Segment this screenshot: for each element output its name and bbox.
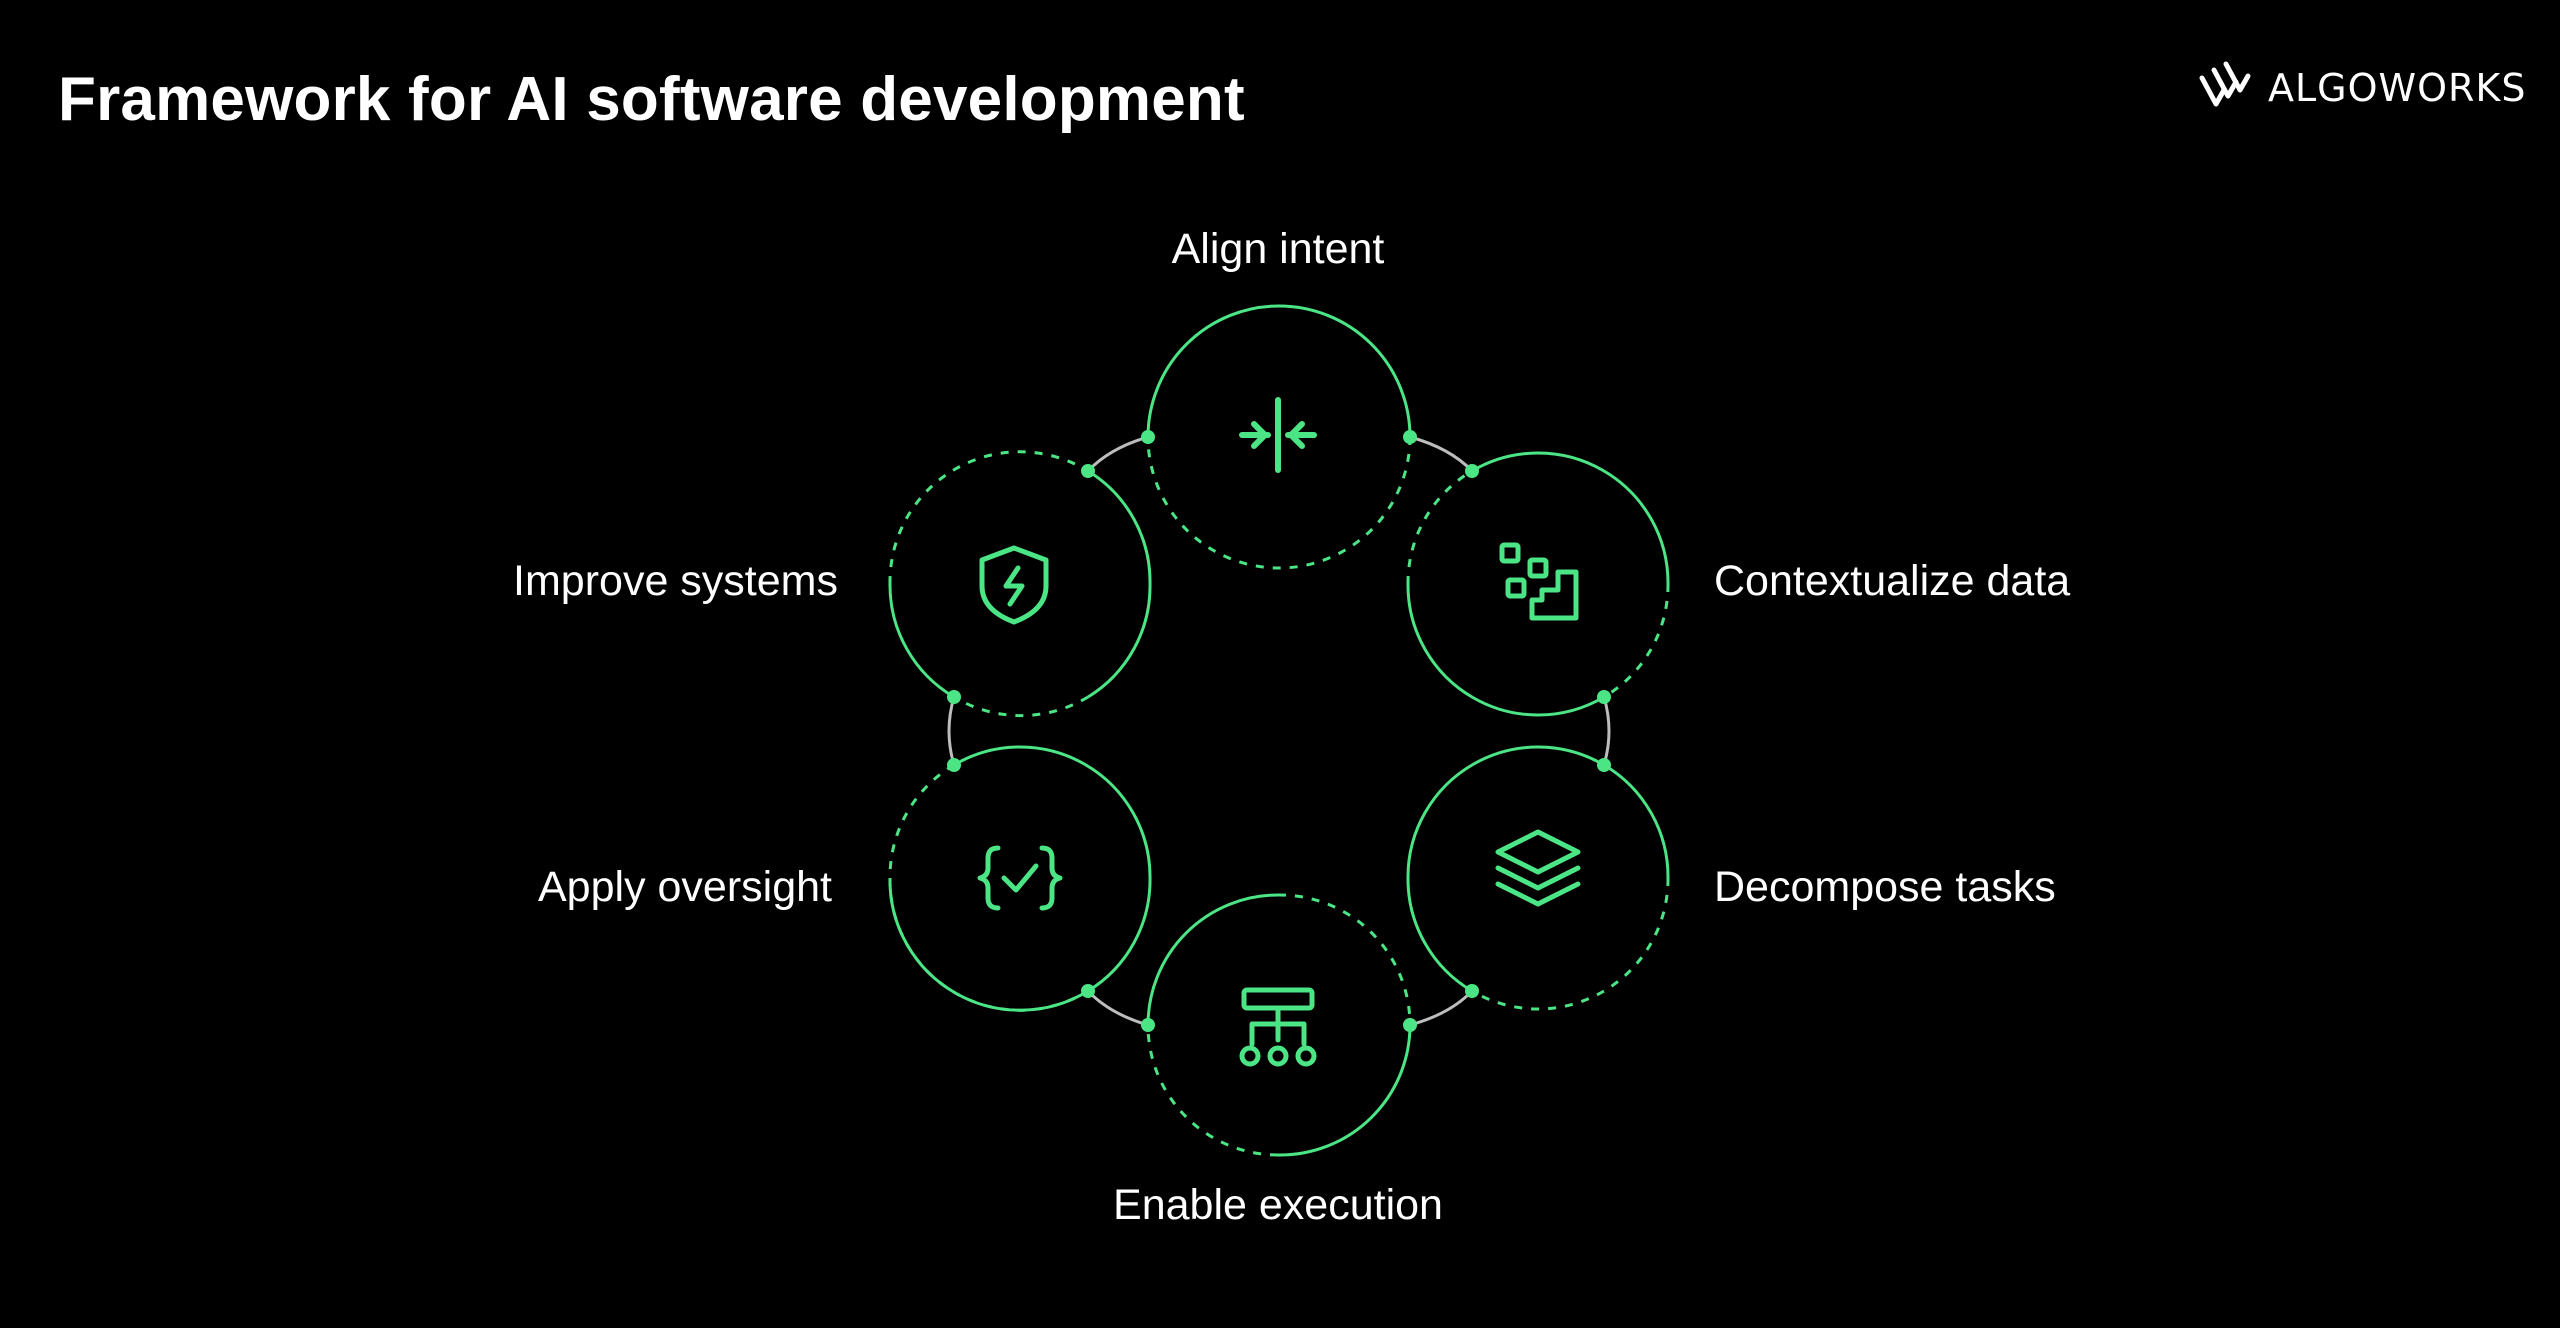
- page-title: Framework for AI software development: [58, 65, 1245, 134]
- step-label-enable-execution: Enable execution: [1113, 1181, 1443, 1229]
- step-circle-align-intent: [1146, 304, 1412, 570]
- connector-dots: [947, 430, 1611, 1032]
- step-circle-contextualize-data: [1406, 451, 1670, 717]
- step-label-improve-systems: Improve systems: [513, 557, 838, 605]
- connector-context-decompose: [1602, 696, 1611, 766]
- code-check-icon: [977, 845, 1063, 911]
- step-circle-enable-execution: [1146, 893, 1412, 1157]
- cycle-connectors: [947, 435, 1611, 1027]
- algoworks-logo-icon: [2199, 61, 2251, 107]
- shield-bolt-icon: [979, 545, 1049, 625]
- step-label-align-intent: Align intent: [1171, 225, 1385, 273]
- step-label-contextualize-data: Contextualize data: [1714, 557, 2071, 605]
- step-label-decompose-tasks: Decompose tasks: [1714, 863, 2056, 911]
- step-circle-decompose-tasks: [1406, 745, 1670, 1011]
- hierarchy-tree-icon: [1239, 987, 1317, 1067]
- connector-execution-oversight: [1086, 989, 1149, 1027]
- step-circle-improve-systems: [888, 450, 1152, 718]
- connector-decompose-execution: [1409, 989, 1474, 1027]
- layers-stack-icon: [1495, 829, 1581, 907]
- connector-align-context: [1409, 435, 1474, 473]
- align-center-arrows-icon: [1239, 397, 1317, 473]
- brand-logo: ALGOWORKS: [2196, 60, 2526, 116]
- connector-improve-align: [1086, 435, 1149, 473]
- data-blocks-icon: [1499, 542, 1579, 621]
- step-circle-apply-oversight: [888, 745, 1152, 1012]
- step-label-apply-oversight: Apply oversight: [538, 863, 832, 911]
- connector-oversight-improve: [947, 696, 956, 766]
- brand-logo-text: ALGOWORKS: [2268, 66, 2527, 110]
